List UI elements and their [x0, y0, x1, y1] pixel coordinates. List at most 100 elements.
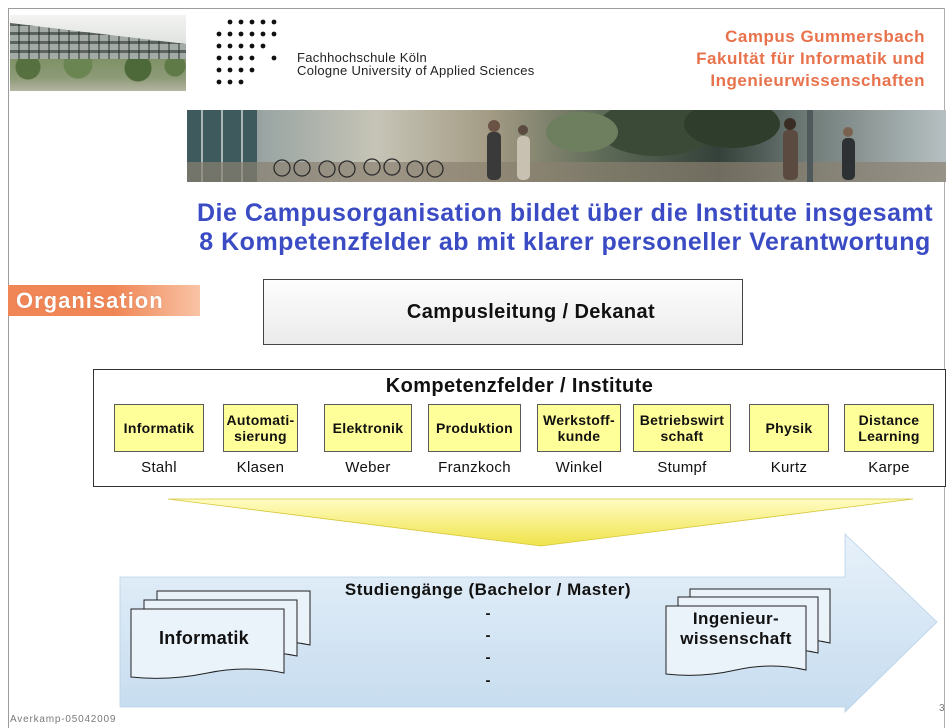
kompetenzfeld-produktion: Produktion [428, 404, 521, 452]
slide-frame [8, 8, 945, 728]
campus-photo-strip [187, 110, 946, 182]
kompetenzfeld-label: Betriebswirt [639, 412, 725, 428]
kompetenzfeld-lead-name: Winkel [555, 459, 603, 476]
kompetenzfeld-lead-name: Stumpf [657, 459, 707, 476]
logo-dot [216, 31, 222, 37]
bicycle-wheel [426, 160, 444, 178]
pedestrian [517, 136, 530, 180]
bicycle-wheel [363, 158, 381, 176]
logo-dot [260, 43, 266, 49]
headline-line-1: Die Campusorganisation bildet über die I… [196, 199, 934, 227]
logo-dot [238, 19, 244, 25]
logo-dot [249, 19, 255, 25]
logo-dot [227, 19, 233, 25]
pedestrian-head [518, 125, 528, 135]
tree [684, 110, 780, 148]
kompetenzfeld-lead-name: Kurtz [770, 459, 808, 476]
logo-dot [271, 55, 277, 61]
logo-dot [238, 31, 244, 37]
facade-mullion [201, 110, 203, 182]
section-tag: Organisation [8, 285, 200, 316]
bicycle-wheel [338, 160, 356, 178]
kompetenzfeld-lead-name: Klasen [236, 459, 285, 476]
tree [546, 112, 618, 152]
study-programs-title: Studiengänge (Bachelor / Master) [344, 580, 632, 599]
logo-dot [260, 19, 266, 25]
bicycle-wheel [318, 160, 336, 178]
kompetenzfeld-label: Produktion [436, 420, 513, 436]
bicycles [273, 158, 444, 178]
pedestrian-head [843, 127, 853, 137]
bicycle-wheel [273, 159, 291, 177]
logo-dot [249, 31, 255, 37]
logo-dot [249, 43, 255, 49]
logo-dot [216, 55, 222, 61]
kompetenzfeld-lead-name: Stahl [141, 459, 177, 476]
kompetenzfelder-title: Kompetenzfelder / Institute [385, 375, 654, 397]
kompetenzfeld-lead-name: Weber [345, 459, 391, 476]
logo-dot [227, 79, 233, 85]
logo-dot [271, 31, 277, 37]
kompetenzfeld-label: Elektronik [332, 420, 404, 436]
campus-faculty-heading: Campus Gummersbach Fakultät für Informat… [696, 26, 925, 92]
leadership-box: Campusleitung / Dekanat [263, 279, 743, 345]
kompetenzfeld-lead-name: Franzkoch [438, 459, 511, 476]
headline-line-2: 8 Kompetenzfelder ab mit klarer personel… [199, 228, 931, 256]
pedestrian [783, 130, 798, 180]
logo-dot [238, 55, 244, 61]
pedestrian [842, 138, 855, 180]
logo-dot [227, 31, 233, 37]
bicycle-wheel [293, 159, 311, 177]
bicycle-wheel [406, 160, 424, 178]
program-label-line: Ingenieur- [692, 609, 780, 628]
kompetenzfeld-label: Informatik [123, 420, 195, 436]
facade-mullion [221, 110, 223, 182]
faculty-name-line-1: Fakultät für Informatik und [696, 49, 925, 68]
kompetenzfeld-elektronik: Elektronik [324, 404, 412, 452]
logo-dot [227, 43, 233, 49]
pedestrian [487, 132, 501, 180]
university-logo-icon [216, 19, 277, 85]
kompetenzfeld-label: Werkstoff- [543, 412, 615, 428]
building-photo [10, 15, 186, 91]
logo-dot [238, 43, 244, 49]
program-ingenieurwissenschaft: Ingenieur- wissenschaft [666, 609, 806, 649]
kompetenzfeld-distance-learning: Distance Learning [844, 404, 934, 452]
continuation-mark: - [485, 627, 491, 644]
campus-name: Campus Gummersbach [725, 27, 925, 46]
logo-dot [238, 67, 244, 73]
kompetenzfeld-label: kunde [557, 428, 601, 444]
bicycle-wheel [383, 158, 401, 176]
kompetenzfeld-label: Learning [858, 428, 920, 444]
pedestrians [487, 118, 855, 180]
pedestrian-head [488, 120, 500, 132]
institution-name: Fachhochschule Köln Cologne University o… [297, 51, 535, 77]
leadership-label: Campusleitung / Dekanat [406, 301, 656, 323]
kompetenzfeld-label: schaft [660, 428, 704, 444]
facade-mullion [241, 110, 243, 182]
logo-dot [216, 43, 222, 49]
kompetenzfeld-label: Automati- [226, 412, 295, 428]
pedestrian-head [784, 118, 796, 130]
kompetenzfeld-label: Physik [765, 420, 813, 436]
logo-dot [271, 19, 277, 25]
logo-dot [260, 31, 266, 37]
kompetenzfelder-box: Kompetenzfelder / Institute Informatik S… [93, 369, 946, 487]
kompetenzfeld-physik: Physik [749, 404, 829, 452]
logo-dot [227, 55, 233, 61]
kompetenzfeld-betriebswirtschaft: Betriebswirt schaft [633, 404, 731, 452]
section-tag-label: Organisation [16, 288, 164, 313]
institution-name-english: Cologne University of Applied Sciences [297, 63, 535, 78]
logo-dot [216, 67, 222, 73]
ground [187, 162, 946, 182]
logo-dot [249, 55, 255, 61]
slide-headline: Die Campusorganisation bildet über die I… [184, 199, 946, 257]
footer-author-date: Averkamp-05042009 [10, 714, 117, 725]
continuation-mark: - [485, 672, 491, 689]
logo-dot [227, 67, 233, 73]
continuation-mark: - [485, 605, 491, 622]
institution-name-german: Fachhochschule Köln [297, 50, 427, 65]
kompetenzfeld-werkstoffkunde: Werkstoff- kunde [537, 404, 621, 452]
kompetenzfeld-automatisierung: Automati- sierung [223, 404, 298, 452]
program-label-line: wissenschaft [680, 629, 792, 648]
